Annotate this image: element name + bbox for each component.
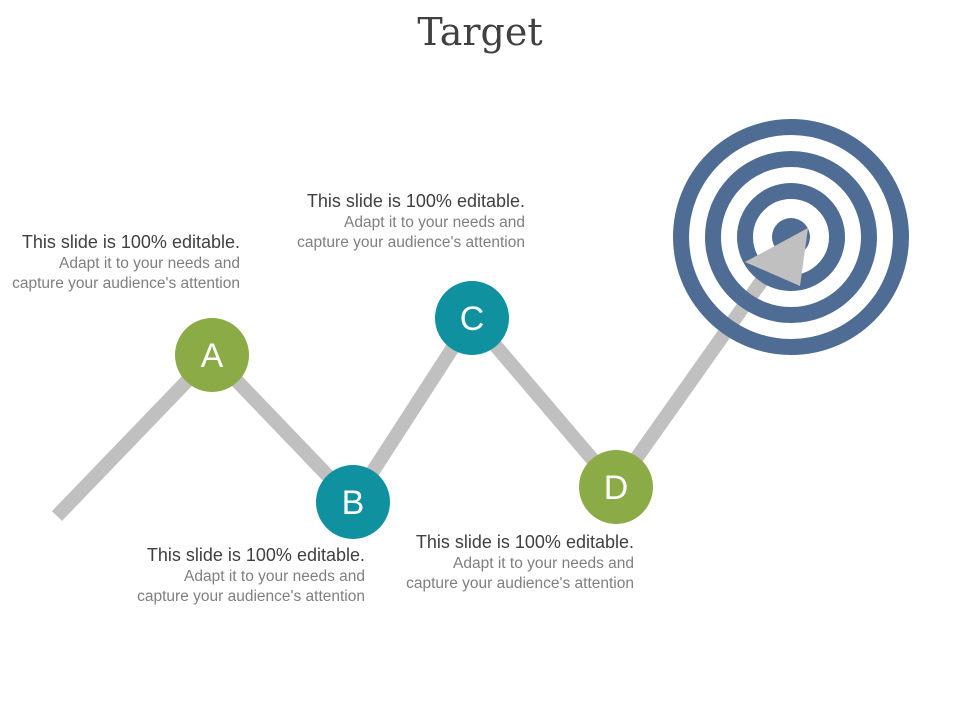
callout-b: This slide is 100% editable. Adapt it to… [135,545,365,607]
arrow-head-icon [745,228,808,286]
target-icon [673,119,909,355]
callout-b-lead: This slide is 100% editable. [146,545,365,565]
callout-a: This slide is 100% editable. Adapt it to… [10,232,240,294]
node-a-label: A [201,337,224,375]
node-c: C [435,281,509,355]
callout-d: This slide is 100% editable. Adapt it to… [404,532,634,594]
callout-d-lead: This slide is 100% editable. [415,532,634,552]
node-d-label: D [604,469,629,507]
node-c-label: C [460,300,485,338]
callout-c-lead: This slide is 100% editable. [306,191,525,211]
node-d: D [579,450,653,524]
callout-c: This slide is 100% editable. Adapt it to… [295,191,525,253]
callout-b-body: Adapt it to your needs and capture your … [137,568,365,605]
node-b: B [316,465,390,539]
callout-a-lead: This slide is 100% editable. [21,232,240,252]
callout-a-body: Adapt it to your needs and capture your … [12,255,240,292]
callout-d-body: Adapt it to your needs and capture your … [406,555,634,592]
slide-title: Target [417,10,543,54]
zigzag-path [51,250,786,521]
node-b-label: B [342,484,365,522]
node-a: A [175,318,249,392]
callout-c-body: Adapt it to your needs and capture your … [297,214,525,251]
